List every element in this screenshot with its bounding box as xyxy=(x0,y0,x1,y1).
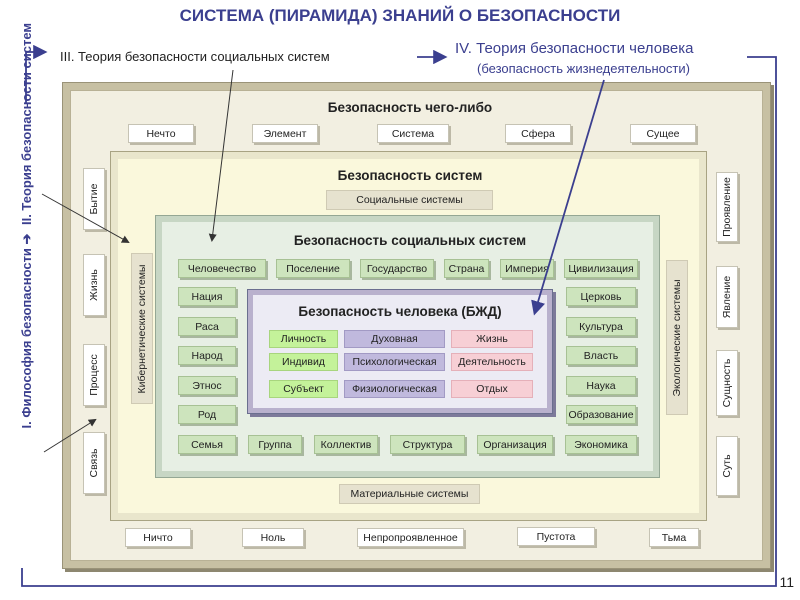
level-3-left-item: Народ xyxy=(178,346,236,365)
level-3-bottom-item: Семья xyxy=(178,435,236,454)
level-4-title: Безопасность человека (БЖД) xyxy=(298,304,502,319)
level-3-bottom-item: Экономика xyxy=(565,435,637,454)
level-4-sphere-item: Отдых xyxy=(451,380,533,398)
level-1-top-item: Сфера xyxy=(505,124,571,143)
level-4-subject-item: Субъект xyxy=(269,380,338,398)
level-3-left-item: Этнос xyxy=(178,376,236,395)
theory-4-subheading: (безопасность жизнедеятельности) xyxy=(477,61,690,76)
theory-3-heading: III. Теория безопасности социальных сист… xyxy=(60,49,330,64)
level-4-aspect-item: Физиологическая xyxy=(344,380,445,398)
level-1-bottom-item: Ноль xyxy=(242,528,304,547)
level-3-bottom-item: Группа xyxy=(248,435,302,454)
page-title: СИСТЕМА (ПИРАМИДА) ЗНАНИЙ О БЕЗОПАСНОСТИ xyxy=(179,6,621,25)
level-1-right-item: Проявление xyxy=(716,172,738,242)
level-1-left-item: Связь xyxy=(83,432,105,494)
level-3-top-item: Империя xyxy=(500,259,554,278)
material-systems-box: Материальные системы xyxy=(339,484,480,504)
level-3-top-item: Цивилизация xyxy=(564,259,638,278)
level-1-right-item: Явление xyxy=(716,266,738,328)
level-4-subject-item: Личность xyxy=(269,330,338,348)
level-4-aspect-item: Психологическая xyxy=(344,353,445,371)
level-4-sphere-item: Жизнь xyxy=(451,330,533,348)
level-1-left-item: Процесс xyxy=(83,344,105,406)
level-1-bottom-item: Пустота xyxy=(517,527,595,546)
level-1-top-item: Система xyxy=(377,124,449,143)
level-1-right-item: Суть xyxy=(716,436,738,496)
level-3-right-item: Наука xyxy=(566,376,636,395)
level-3-left-item: Нация xyxy=(178,287,236,306)
level-1-left-item: Бытие xyxy=(83,168,105,230)
level-1-title: Безопасность чего-либо xyxy=(327,100,493,115)
level-1-right-item: Сущность xyxy=(716,350,738,416)
level-1-top-item: Элемент xyxy=(252,124,318,143)
cyber-systems-box: Кибернетические системы xyxy=(131,253,153,404)
level-1-top-item: Сущее xyxy=(630,124,696,143)
level-3-bottom-item: Организация xyxy=(477,435,553,454)
level-3-right-item: Культура xyxy=(566,317,636,336)
level-2-title: Безопасность систем xyxy=(337,168,483,183)
level-1-bottom-item: Непропроявленное xyxy=(357,528,464,547)
level-3-top-item: Поселение xyxy=(276,259,350,278)
level-1-bottom-item: Тьма xyxy=(649,528,699,547)
level-3-bottom-item: Структура xyxy=(390,435,465,454)
level-3-title: Безопасность социальных систем xyxy=(293,233,527,248)
level-3-left-item: Раса xyxy=(178,317,236,336)
level-3-top-item: Страна xyxy=(444,259,489,278)
level-1-left-item: Жизнь xyxy=(83,254,105,316)
level-1-bottom-item: Ничто xyxy=(125,528,191,547)
eco-systems-box: Экологические системы xyxy=(666,260,688,415)
level-3-right-item: Церковь xyxy=(566,287,636,306)
social-systems-box: Социальные системы xyxy=(326,190,493,210)
level-3-left-item: Род xyxy=(178,405,236,424)
level-4-aspect-item: Духовная xyxy=(344,330,445,348)
level-4-subject-item: Индивид xyxy=(269,353,338,371)
level-1-top-item: Нечто xyxy=(128,124,194,143)
level-3-bottom-item: Коллектив xyxy=(314,435,378,454)
level-4-sphere-item: Деятельность xyxy=(451,353,533,371)
theory-4-heading: IV. Теория безопасности человека xyxy=(455,40,694,57)
page-number: 11 xyxy=(779,574,794,590)
level-3-right-item: Власть xyxy=(566,346,636,365)
level-3-top-item: Человечество xyxy=(178,259,266,278)
level-3-right-item: Образование xyxy=(566,405,636,424)
level-3-top-item: Государство xyxy=(360,259,434,278)
